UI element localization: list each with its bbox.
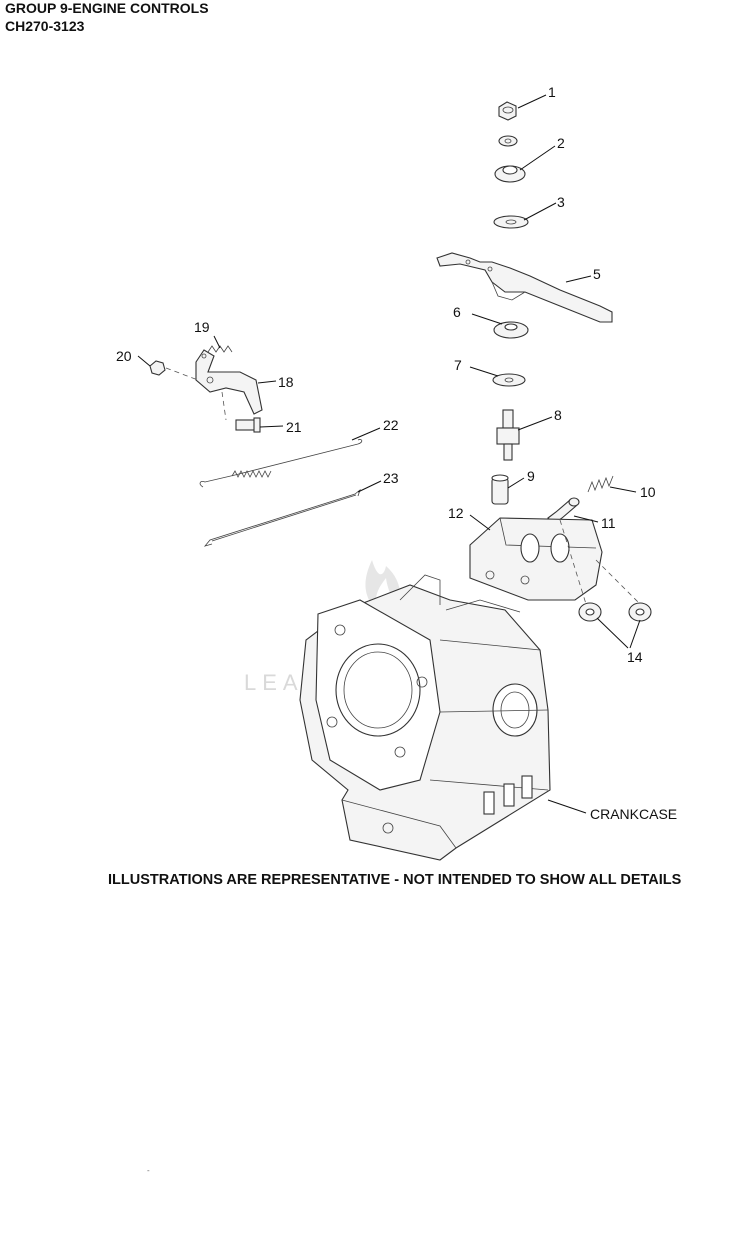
crankcase-label: CRANKCASE xyxy=(590,806,677,822)
part-18-throttle-lever[interactable] xyxy=(195,349,263,415)
part-2-washer[interactable] xyxy=(494,165,526,183)
part-7-washer[interactable] xyxy=(492,373,526,387)
callout-3: 3 xyxy=(557,194,565,210)
part-3-washer[interactable] xyxy=(493,215,529,229)
callout-23: 23 xyxy=(383,470,399,486)
part-6-washer[interactable] xyxy=(493,321,529,339)
callout-10: 10 xyxy=(640,484,656,500)
part-12-control-bracket[interactable] xyxy=(469,517,641,605)
part-14-washers[interactable] xyxy=(578,602,652,622)
part-20-nut[interactable] xyxy=(149,360,199,381)
callout-8: 8 xyxy=(554,407,562,423)
callout-6: 6 xyxy=(453,304,461,320)
model-number: CH270-3123 xyxy=(5,18,85,34)
part-10-spring[interactable] xyxy=(587,475,614,493)
callout-12: 12 xyxy=(448,505,464,521)
callout-7: 7 xyxy=(454,357,462,373)
callout-19: 19 xyxy=(194,319,210,335)
callout-9: 9 xyxy=(527,468,535,484)
leader-lines xyxy=(137,94,641,814)
part-1-nut[interactable] xyxy=(498,101,517,121)
part-23-throttle-rod[interactable] xyxy=(203,488,361,547)
callout-labels: 1 2 3 5 6 7 8 9 10 11 12 14 18 19 20 21 … xyxy=(116,84,677,822)
page-title: GROUP 9-ENGINE CONTROLS xyxy=(5,0,209,16)
callout-14: 14 xyxy=(627,649,643,665)
footer-mark: - xyxy=(147,1166,150,1175)
callout-11: 11 xyxy=(601,515,616,531)
part-19-spring[interactable] xyxy=(207,345,233,353)
disclaimer-note: ILLUSTRATIONS ARE REPRESENTATIVE - NOT I… xyxy=(108,872,682,888)
callout-18: 18 xyxy=(278,374,294,390)
part-22-governor-spring-rod[interactable] xyxy=(199,439,363,488)
callout-5: 5 xyxy=(593,266,601,282)
callout-2: 2 xyxy=(557,135,565,151)
part-21-pin[interactable] xyxy=(221,391,261,433)
callout-20: 20 xyxy=(116,348,132,364)
part-small-washer xyxy=(498,135,518,147)
part-9-pin[interactable] xyxy=(491,474,509,505)
callout-1: 1 xyxy=(548,84,556,100)
callout-22: 22 xyxy=(383,417,399,433)
part-8-governor-shaft[interactable] xyxy=(496,409,520,461)
part-5-governor-lever[interactable] xyxy=(436,252,613,323)
exploded-parts-diagram: LEADVEN xyxy=(116,84,677,861)
crankcase[interactable] xyxy=(299,574,551,861)
callout-21: 21 xyxy=(286,419,302,435)
